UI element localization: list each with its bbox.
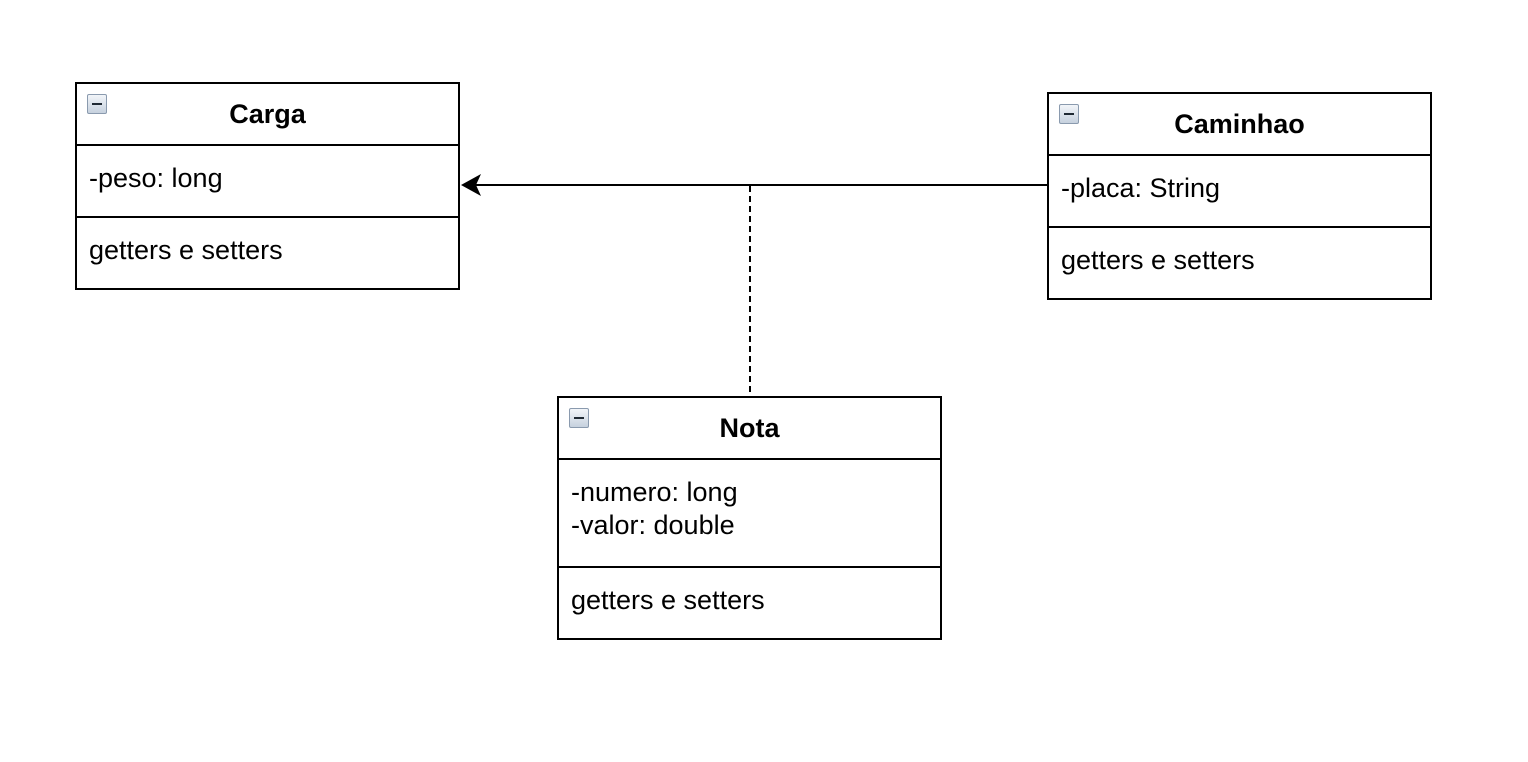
attribute-line: -valor: double	[571, 510, 735, 540]
class-header[interactable]: Caminhao	[1049, 94, 1430, 156]
method-line: getters e setters	[571, 585, 765, 615]
attributes-section: -numero: long -valor: double	[559, 460, 940, 568]
class-name: Carga	[229, 98, 306, 129]
methods-section: getters e setters	[77, 218, 458, 267]
methods-section: getters e setters	[559, 568, 940, 617]
attribute-line: -placa: String	[1061, 173, 1221, 203]
class-nota[interactable]: Nota -numero: long -valor: double getter…	[557, 396, 942, 640]
class-name: Caminhao	[1174, 108, 1305, 139]
class-name: Nota	[719, 412, 780, 443]
attribute-line: -peso: long	[89, 163, 223, 193]
method-line: getters e setters	[1061, 245, 1255, 275]
methods-section: getters e setters	[1049, 228, 1430, 277]
attributes-section: -placa: String	[1049, 156, 1430, 228]
association-arrowhead	[461, 174, 481, 196]
class-header[interactable]: Carga	[77, 84, 458, 146]
collapse-icon[interactable]	[87, 94, 107, 114]
collapse-icon[interactable]	[1059, 104, 1079, 124]
collapse-icon[interactable]	[569, 408, 589, 428]
class-carga[interactable]: Carga -peso: long getters e setters	[75, 82, 460, 290]
attributes-section: -peso: long	[77, 146, 458, 218]
class-caminhao[interactable]: Caminhao -placa: String getters e setter…	[1047, 92, 1432, 300]
class-header[interactable]: Nota	[559, 398, 940, 460]
attribute-line: -numero: long	[571, 477, 738, 507]
method-line: getters e setters	[89, 235, 283, 265]
